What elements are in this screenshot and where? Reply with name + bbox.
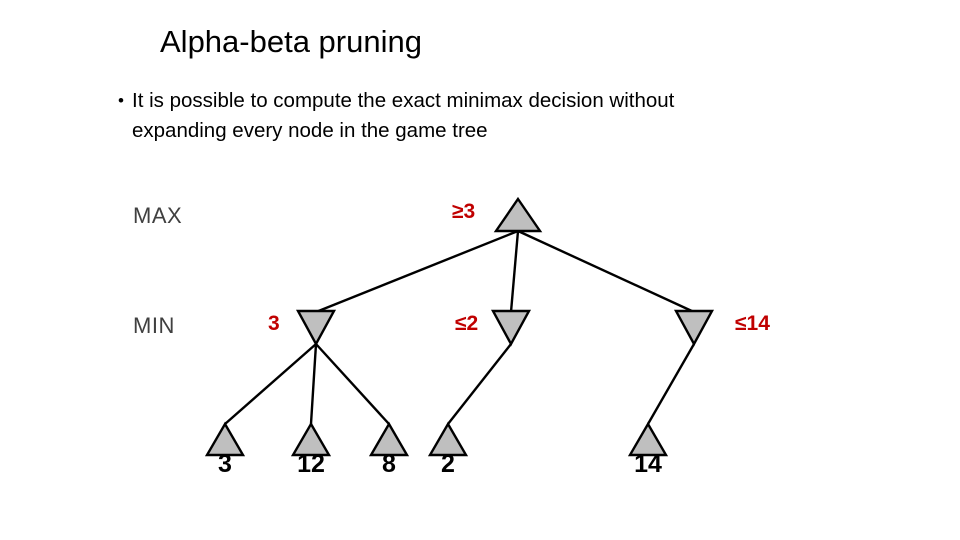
bullet-item-text: It is possible to compute the exact mini… <box>132 89 675 142</box>
node-min-1-triangle[interactable] <box>295 309 337 347</box>
node-root-max-triangle[interactable] <box>493 196 543 233</box>
node-value-leaf-2: 8 <box>382 450 396 478</box>
node-value-root: ≥3 <box>452 200 476 223</box>
node-value-leaf-3: 2 <box>441 450 455 478</box>
edge-root-to-min-1 <box>315 229 519 314</box>
node-leaf-0-triangle[interactable] <box>204 421 246 457</box>
node-leaf-4-triangle[interactable] <box>627 421 669 457</box>
node-value-min-1: 3 <box>268 312 280 335</box>
edge-min-3-to-leaf-4 <box>646 343 696 425</box>
edge-root-to-min-2 <box>509 230 520 313</box>
node-leaf-1-triangle[interactable] <box>290 421 332 457</box>
bullet-list: • It is possible to compute the exact min… <box>118 86 818 146</box>
node-min-3-triangle[interactable] <box>673 309 715 347</box>
edge-root-to-min-3 <box>517 229 695 314</box>
edge-min-2-to-leaf-3 <box>447 343 512 425</box>
node-value-min-2: ≤2 <box>455 312 479 335</box>
edge-min-1-to-leaf-0 <box>224 343 317 425</box>
node-value-leaf-4: 14 <box>634 450 662 478</box>
bullet-marker: • <box>118 91 124 110</box>
node-value-leaf-1: 12 <box>297 450 325 478</box>
level-label-max: MAX <box>133 203 183 228</box>
page-title: Alpha-beta pruning <box>160 24 422 59</box>
edge-min-1-to-leaf-1 <box>309 343 318 425</box>
node-value-min-3: ≤14 <box>735 312 770 335</box>
node-value-leaf-0: 3 <box>218 450 232 478</box>
node-min-2-triangle[interactable] <box>490 309 532 347</box>
node-leaf-2-triangle[interactable] <box>368 421 410 457</box>
level-label-min: MIN <box>133 313 175 338</box>
node-leaf-3-triangle[interactable] <box>427 421 469 457</box>
edge-min-1-to-leaf-2 <box>315 343 390 425</box>
